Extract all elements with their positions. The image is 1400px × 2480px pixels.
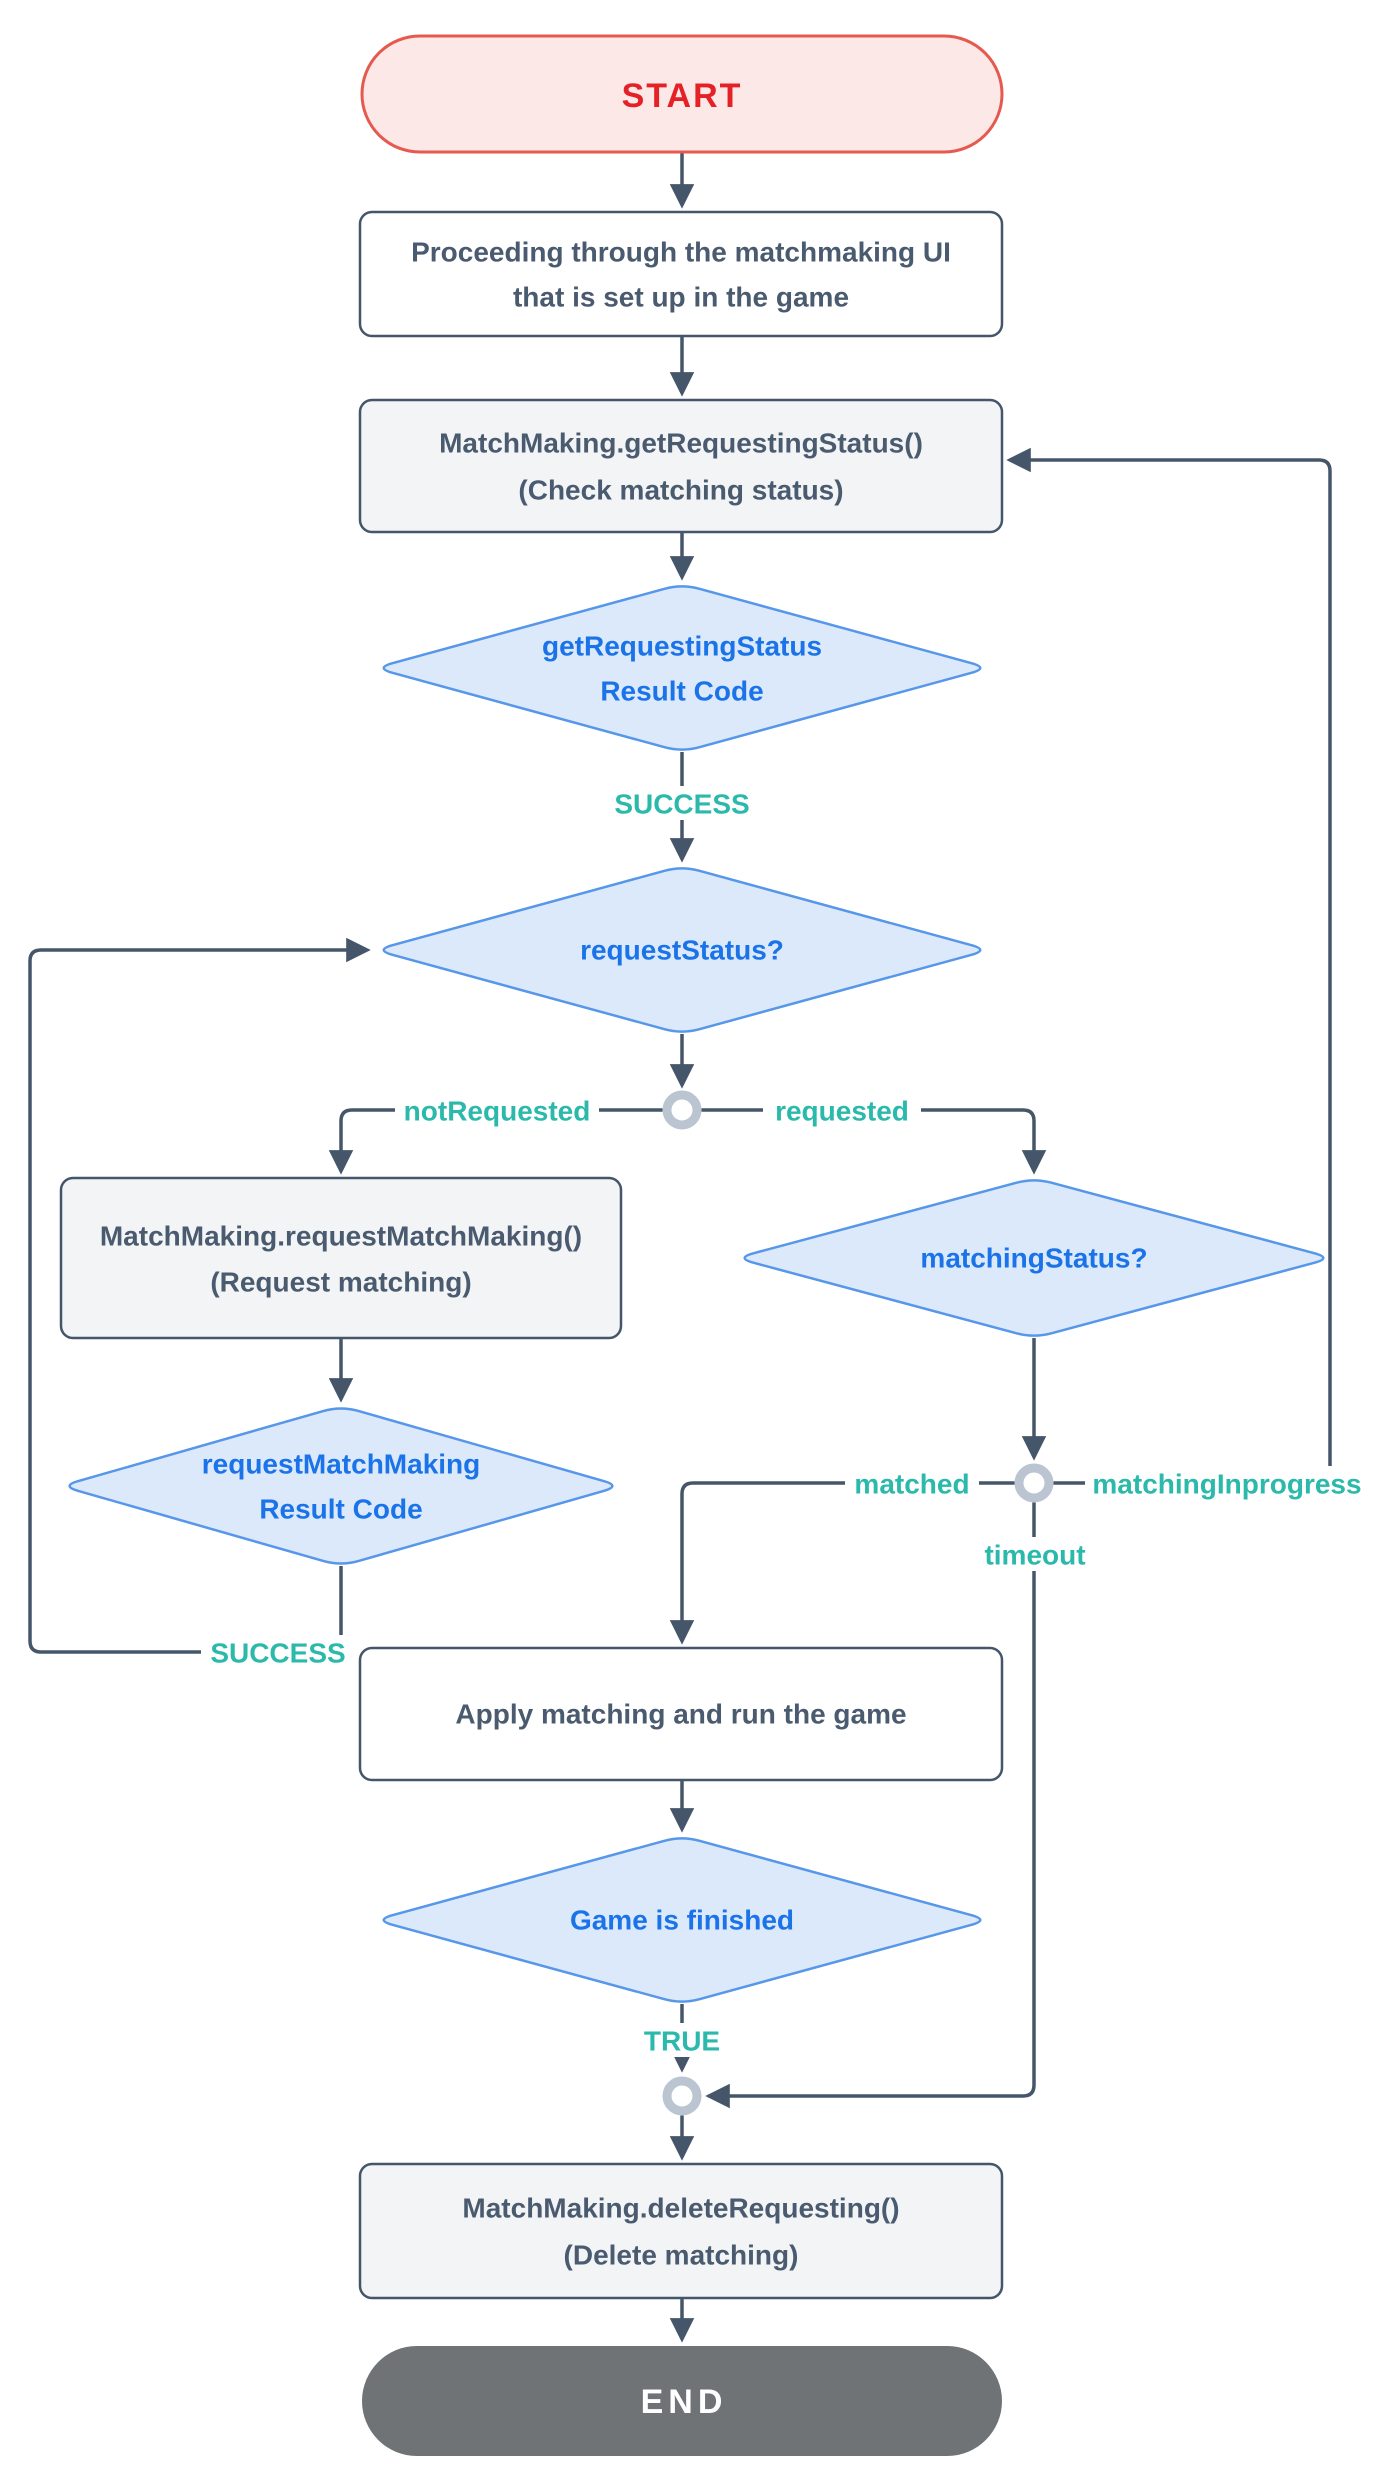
label-bg bbox=[977, 1537, 1093, 1571]
matched-label: matched bbox=[854, 1469, 969, 1500]
edge-matched bbox=[669, 1481, 1015, 1645]
label-bg bbox=[1085, 1466, 1369, 1500]
edge-label-request-success: SUCCESS bbox=[201, 1635, 355, 1669]
game-finished-diamond-shape bbox=[382, 1837, 982, 2003]
delete-requesting-line2: (Delete matching) bbox=[564, 2240, 799, 2271]
node-request-status-decision: requestStatus? bbox=[382, 867, 982, 1033]
get-status-result-diamond-shape bbox=[382, 585, 982, 751]
true-label: TRUE bbox=[644, 2026, 720, 2057]
label-bg bbox=[845, 1466, 979, 1500]
proceed-line1: Proceeding through the matchmaking UI bbox=[411, 237, 951, 268]
apply-matching-label: Apply matching and run the game bbox=[455, 1699, 906, 1730]
edge-label-requested: requested bbox=[763, 1093, 921, 1127]
matching-status-label: matchingStatus? bbox=[920, 1243, 1147, 1274]
apply-matching-box-shape bbox=[358, 1646, 1004, 1782]
request-matchmaking-line2: (Request matching) bbox=[210, 1267, 471, 1298]
request-result-line2: Result Code bbox=[259, 1494, 422, 1525]
request-status-diamond-shape bbox=[382, 867, 982, 1033]
delete-requesting-box-shape bbox=[358, 2162, 1004, 2300]
edge-label-get-status-success: SUCCESS bbox=[605, 786, 759, 820]
connector-end-join bbox=[662, 2076, 702, 2116]
proceed-box-shape bbox=[358, 210, 1004, 338]
request-status-label: requestStatus? bbox=[580, 935, 784, 966]
edge-notrequested bbox=[328, 1108, 663, 1175]
request-matchmaking-box-shape bbox=[59, 1176, 623, 1340]
join-circle bbox=[662, 2076, 702, 2116]
matching-status-diamond-shape bbox=[743, 1179, 1325, 1337]
get-status-box-shape bbox=[358, 398, 1004, 534]
request-success-label: SUCCESS bbox=[210, 1638, 345, 1669]
get-status-result-line1: getRequestingStatus bbox=[542, 631, 822, 662]
node-start: START bbox=[360, 34, 1004, 154]
node-end: END bbox=[362, 2346, 1002, 2456]
node-get-requesting-status: MatchMaking.getRequestingStatus() (Check… bbox=[358, 398, 1004, 534]
edge-requested bbox=[701, 1108, 1047, 1175]
edge-label-true: TRUE bbox=[634, 2023, 730, 2057]
label-bg bbox=[634, 2023, 730, 2057]
delete-requesting-line1: MatchMaking.deleteRequesting() bbox=[462, 2193, 899, 2224]
not-requested-label: notRequested bbox=[404, 1096, 591, 1127]
requested-label: requested bbox=[775, 1096, 909, 1127]
label-bg bbox=[395, 1093, 599, 1127]
edge-label-matched: matched bbox=[845, 1466, 979, 1500]
branch-circle bbox=[1014, 1463, 1054, 1503]
start-pill-shape bbox=[360, 34, 1004, 154]
node-request-matchmaking: MatchMaking.requestMatchMaking() (Reques… bbox=[59, 1176, 623, 1340]
node-request-matchmaking-result-decision: requestMatchMaking Result Code bbox=[68, 1407, 614, 1565]
success-label: SUCCESS bbox=[614, 789, 749, 820]
connector-matching-status-branch bbox=[1014, 1463, 1054, 1503]
get-status-result-line2: Result Code bbox=[600, 676, 763, 707]
edge-label-not-requested: notRequested bbox=[395, 1093, 599, 1127]
node-apply-matching: Apply matching and run the game bbox=[358, 1646, 1004, 1782]
request-matchmaking-line1: MatchMaking.requestMatchMaking() bbox=[100, 1221, 582, 1252]
branch-circle bbox=[662, 1090, 702, 1130]
get-status-line2: (Check matching status) bbox=[518, 475, 843, 506]
start-label: START bbox=[622, 77, 743, 115]
matching-inprogress-label: matchingInprogress bbox=[1092, 1469, 1361, 1500]
connector-request-status-branch bbox=[662, 1090, 702, 1130]
request-result-line1: requestMatchMaking bbox=[202, 1449, 481, 1480]
label-bg bbox=[605, 786, 759, 820]
node-delete-requesting: MatchMaking.deleteRequesting() (Delete m… bbox=[358, 2162, 1004, 2300]
end-label: END bbox=[641, 2383, 728, 2421]
edge-timeout bbox=[705, 1502, 1036, 2109]
timeout-label: timeout bbox=[984, 1540, 1085, 1571]
get-status-line1: MatchMaking.getRequestingStatus() bbox=[439, 428, 923, 459]
node-get-status-result-decision: getRequestingStatus Result Code bbox=[382, 585, 982, 751]
request-result-diamond-shape bbox=[68, 1407, 614, 1565]
node-proceed: Proceeding through the matchmaking UI th… bbox=[358, 210, 1004, 338]
node-matching-status-decision: matchingStatus? bbox=[743, 1179, 1325, 1337]
edge-label-timeout: timeout bbox=[977, 1537, 1093, 1571]
edge-label-matching-inprogress: matchingInprogress bbox=[1085, 1466, 1369, 1500]
label-bg bbox=[763, 1093, 921, 1127]
label-bg bbox=[201, 1635, 355, 1669]
proceed-line2: that is set up in the game bbox=[513, 282, 849, 313]
node-game-finished-decision: Game is finished bbox=[382, 1837, 982, 2003]
game-finished-label: Game is finished bbox=[570, 1905, 794, 1936]
end-pill-shape bbox=[362, 2346, 1002, 2456]
